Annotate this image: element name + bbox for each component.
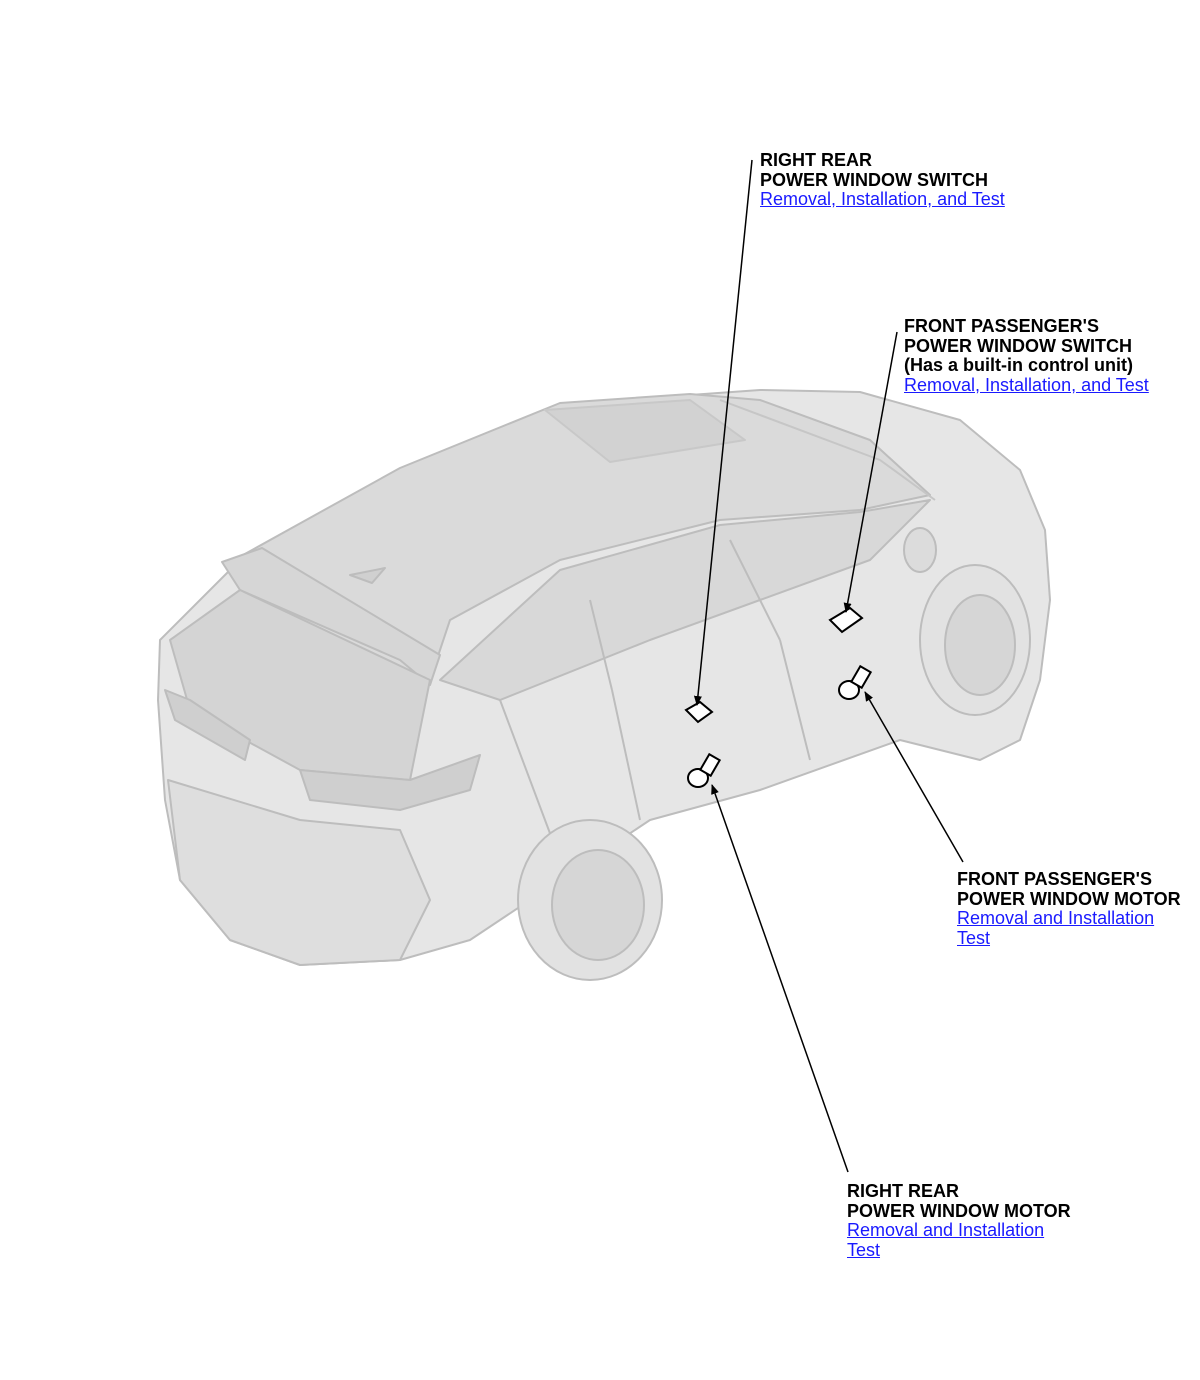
b-pillar bbox=[729, 539, 781, 641]
c-pillar bbox=[589, 599, 613, 691]
test-link[interactable]: Test bbox=[957, 927, 991, 948]
callout-title-line: POWER WINDOW MOTOR bbox=[957, 888, 1181, 909]
callout-title-line: FRONT PASSENGER'S bbox=[904, 316, 1099, 336]
callout-title-line: FRONT PASSENGER'S bbox=[957, 869, 1152, 889]
leader-right-rear-switch bbox=[693, 159, 753, 706]
callout-title-line: POWER WINDOW SWITCH bbox=[904, 335, 1132, 356]
component-markers bbox=[684, 606, 873, 788]
right-rear-motor-icon bbox=[687, 752, 722, 788]
callout-front-passenger-power-window-motor: FRONT PASSENGER'S POWER WINDOW MOTOR Rem… bbox=[957, 869, 1181, 948]
leader-front-passenger-switch bbox=[843, 331, 898, 613]
callout-title-line: RIGHT REAR bbox=[847, 1181, 959, 1201]
removal-installation-test-link[interactable]: Removal, Installation, and Test bbox=[904, 374, 1149, 395]
taillight-right bbox=[299, 754, 481, 811]
leader-lines bbox=[693, 159, 964, 1173]
callout-title-line: POWER WINDOW SWITCH bbox=[760, 169, 988, 190]
fuel-door bbox=[903, 527, 937, 573]
rear-emblem bbox=[349, 567, 386, 584]
callout-title-line: POWER WINDOW MOTOR bbox=[847, 1200, 1071, 1221]
removal-installation-test-link[interactable]: Removal, Installation, and Test bbox=[760, 189, 1005, 209]
rear-bumper bbox=[167, 779, 431, 966]
callout-front-passenger-power-window-switch: FRONT PASSENGER'S POWER WINDOW SWITCH (H… bbox=[904, 316, 1149, 395]
callout-note: (Has a built-in control unit) bbox=[904, 355, 1133, 375]
front-wheel-rim bbox=[944, 594, 1016, 696]
callout-title-line: RIGHT REAR bbox=[760, 150, 872, 170]
suv-illustration bbox=[157, 389, 1051, 981]
front-passenger-switch-icon bbox=[828, 606, 864, 634]
test-link[interactable]: Test bbox=[847, 1239, 881, 1260]
leader-right-rear-motor bbox=[711, 784, 849, 1173]
removal-installation-link[interactable]: Removal and Installation bbox=[957, 908, 1155, 928]
callout-right-rear-power-window-switch: RIGHT REAR POWER WINDOW SWITCH Removal, … bbox=[760, 150, 1005, 210]
leader-front-passenger-motor bbox=[864, 691, 964, 863]
sunroof bbox=[544, 399, 746, 463]
side-windows bbox=[439, 499, 931, 701]
callout-right-rear-power-window-motor: RIGHT REAR POWER WINDOW MOTOR Removal an… bbox=[847, 1181, 1071, 1260]
removal-installation-link[interactable]: Removal and Installation bbox=[847, 1220, 1045, 1240]
taillight-left bbox=[164, 689, 251, 761]
roof-rail bbox=[719, 399, 936, 501]
front-passenger-motor-icon bbox=[838, 664, 873, 700]
rear-wheel-rim bbox=[551, 849, 645, 961]
